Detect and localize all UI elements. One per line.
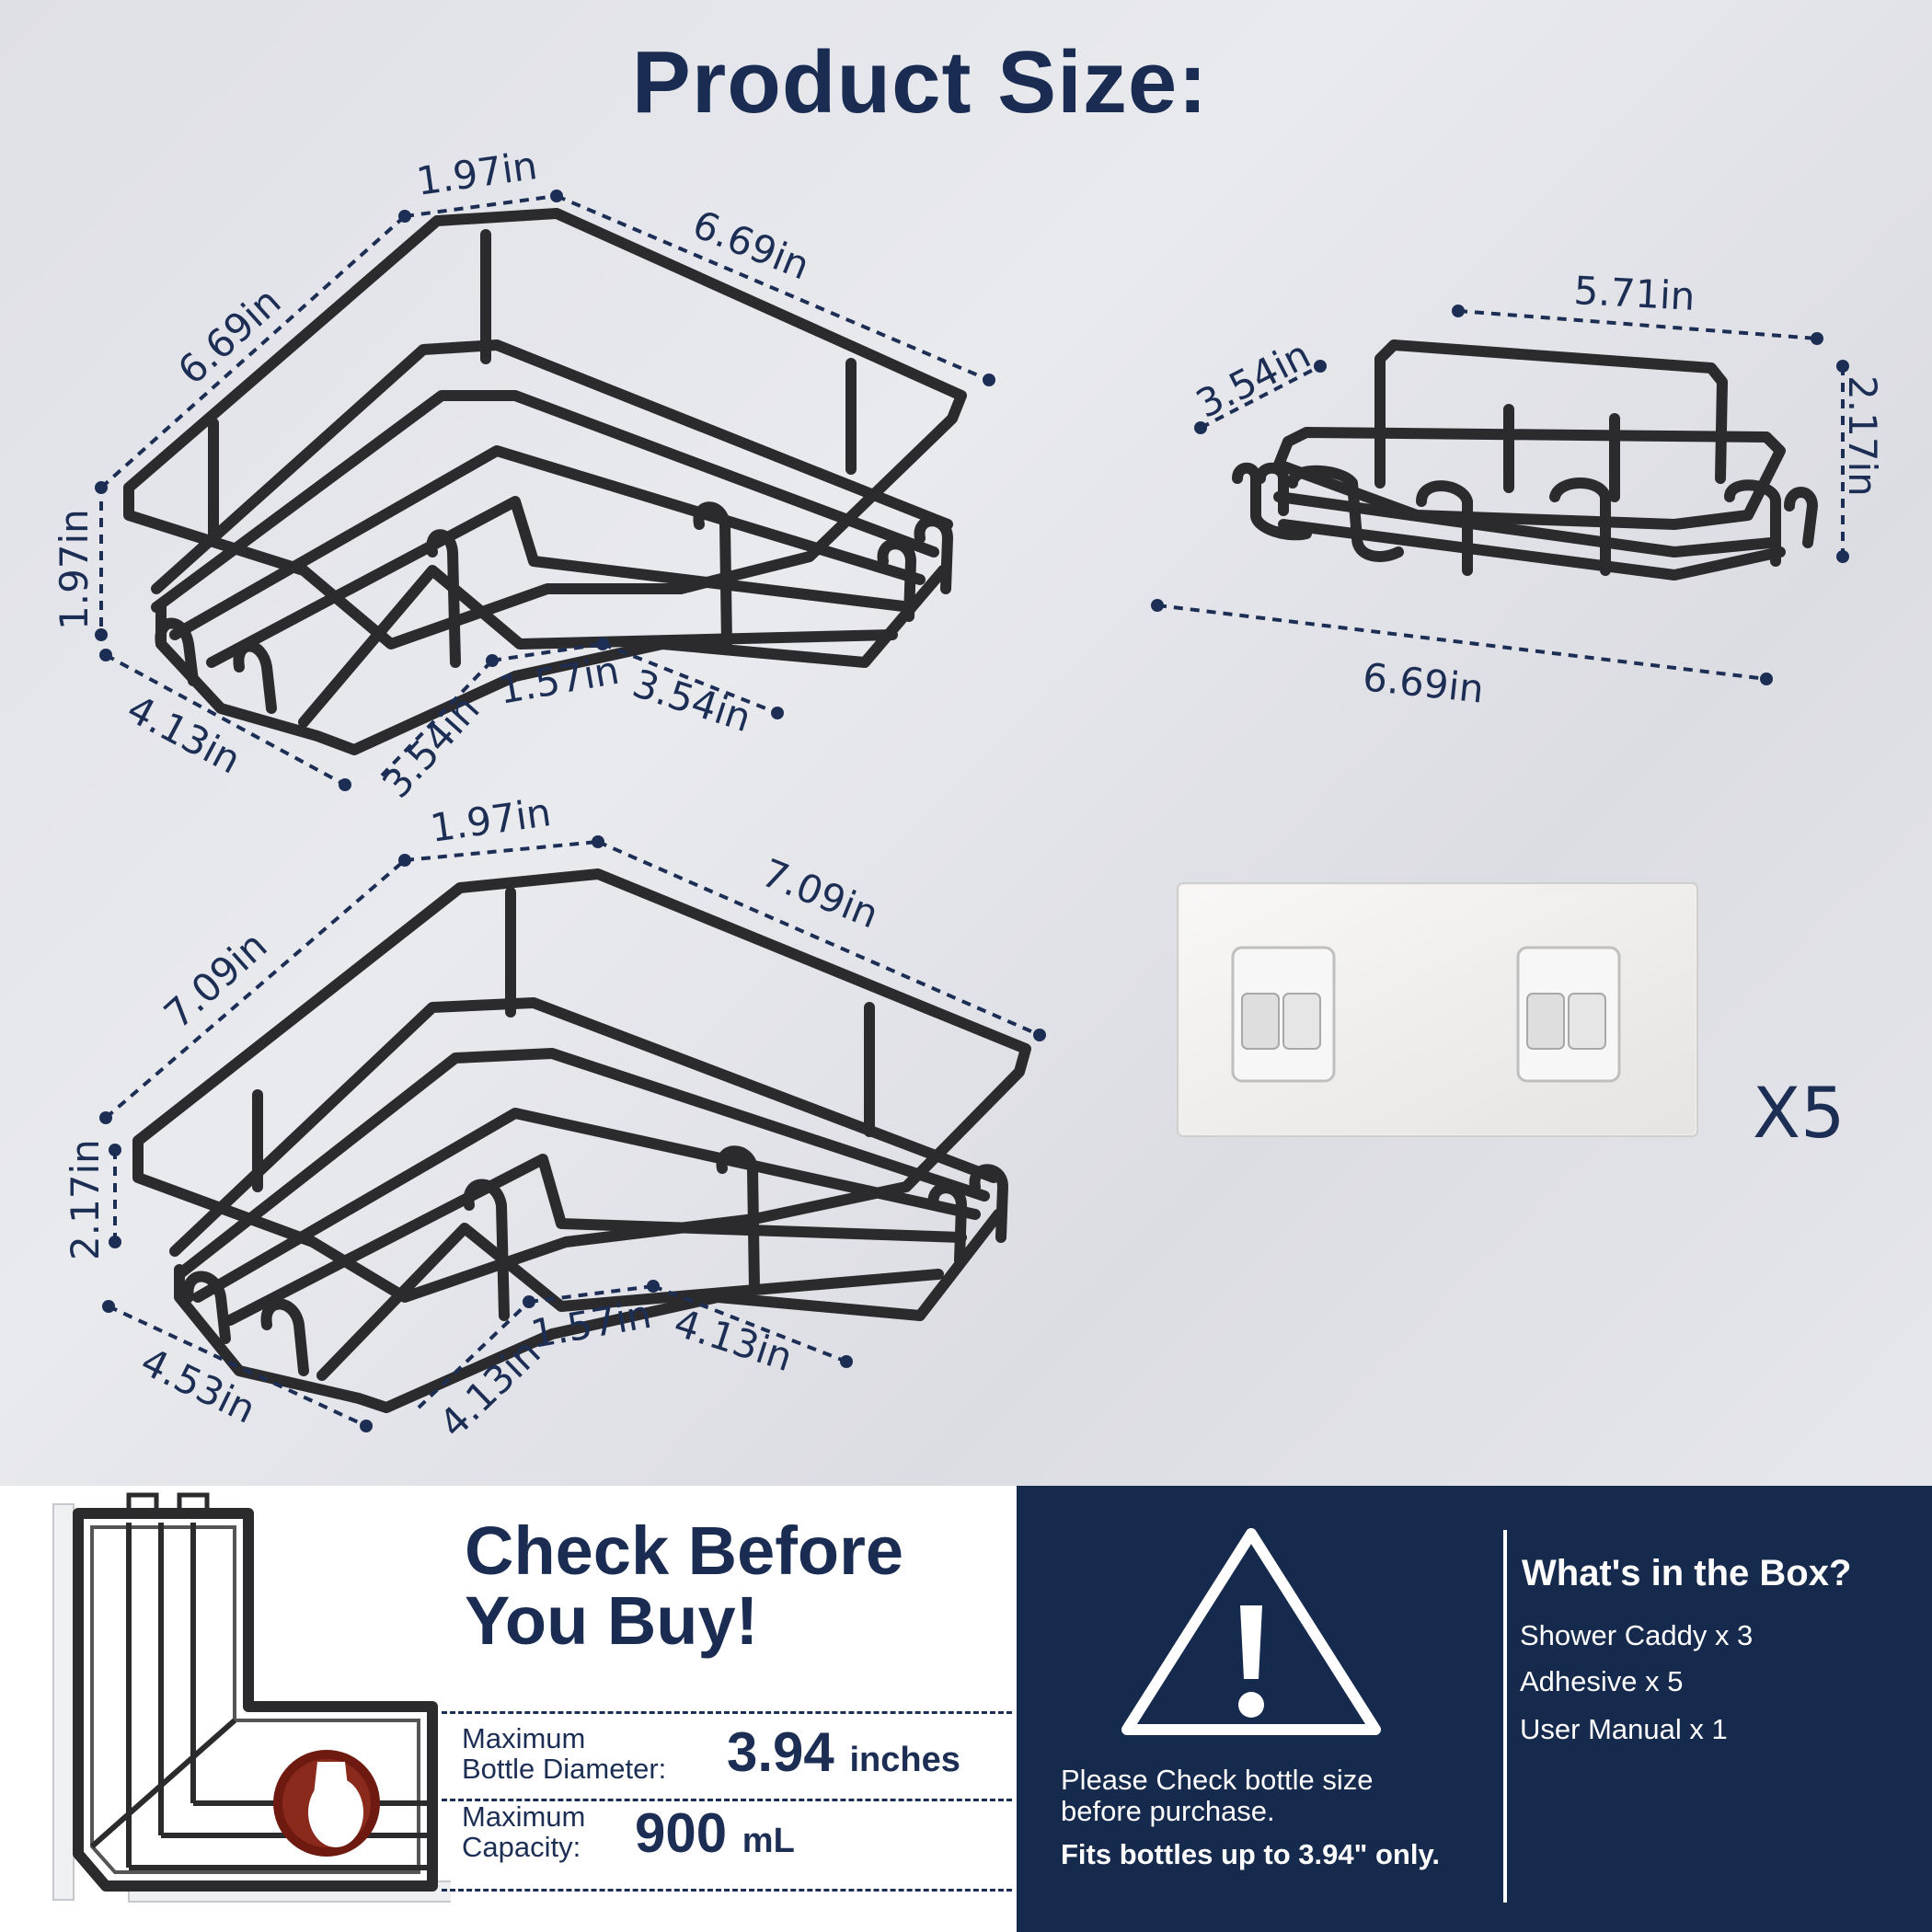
bottle-top-view <box>273 1750 380 1857</box>
product-illustrations: 1.97in 6.69in 6.69in 1.97in 4.13in 3.54i… <box>52 143 1885 1446</box>
check-before-buy-panel <box>0 1486 1017 1932</box>
product-size-section: Product Size: <box>0 0 1932 1486</box>
box-item-manual: User Manual x 1 <box>1520 1713 1728 1745</box>
soap-dish <box>1232 339 1818 581</box>
dim-small-inner-left: 3.54in <box>374 686 489 807</box>
box-contents-title: What's in the Box? <box>1522 1553 1852 1593</box>
adhesive-pad <box>1177 882 1698 1137</box>
diameter-label: Maximum Bottle Diameter: <box>462 1722 667 1785</box>
dim-large-height: 2.17in <box>63 1139 108 1260</box>
box-item-caddy: Shower Caddy x 3 <box>1520 1619 1754 1651</box>
capacity-label: Maximum Capacity: <box>462 1800 586 1863</box>
dim-small-height: 1.97in <box>52 509 97 630</box>
divider-bottom <box>442 1889 1012 1892</box>
page-title: Product Size: <box>631 33 1209 132</box>
dim-large-top-short: 1.97in <box>428 789 554 851</box>
warning-bold-text: Fits bottles up to 3.94" only. <box>1061 1838 1440 1870</box>
warning-panel <box>1017 1486 1932 1932</box>
capacity-value: 900 mL <box>635 1802 795 1864</box>
dim-large-top-right: 7.09in <box>755 850 885 937</box>
corner-caddy-small <box>123 208 967 755</box>
dim-soap-top: 5.71in <box>1572 268 1696 319</box>
caddy-top-view-illustration <box>52 1492 451 1903</box>
warning-text: Please Check bottle size before purchase… <box>1061 1764 1374 1827</box>
dim-large-inner-left: 4.13in <box>431 1329 549 1446</box>
divider-mid <box>442 1799 1012 1801</box>
adhesive-quantity: X5 <box>1753 1072 1846 1154</box>
dim-small-inner-right: 3.54in <box>627 661 757 741</box>
warning-triangle-icon <box>1121 1528 1381 1735</box>
check-before-buy-title: Check Before You Buy! <box>465 1512 904 1659</box>
divider-top <box>442 1711 1012 1714</box>
dim-large-bottom-left: 4.53in <box>134 1339 263 1432</box>
dim-soap-height: 2.17in <box>1840 375 1885 497</box>
small-caddy-dimensions: 1.97in 6.69in 6.69in 1.97in 4.13in 3.54i… <box>52 143 995 807</box>
dim-soap-bottom: 6.69in <box>1361 654 1486 712</box>
adhesive-hook-left <box>1231 946 1336 1083</box>
dim-large-top-left: 7.09in <box>155 923 276 1038</box>
box-item-adhesive: Adhesive x 5 <box>1520 1665 1684 1697</box>
dim-small-bottom-left: 4.13in <box>120 686 247 783</box>
dim-small-top-left: 6.69in <box>169 279 290 394</box>
dim-small-top-short: 1.97in <box>414 143 540 204</box>
dim-soap-depth: 3.54in <box>1189 331 1317 427</box>
diameter-value: 3.94 inches <box>727 1721 960 1783</box>
adhesive-hook-right <box>1516 946 1621 1083</box>
dim-large-inner-right: 4.13in <box>669 1300 799 1380</box>
vertical-divider <box>1503 1530 1507 1903</box>
corner-caddy-large <box>132 868 1031 1413</box>
